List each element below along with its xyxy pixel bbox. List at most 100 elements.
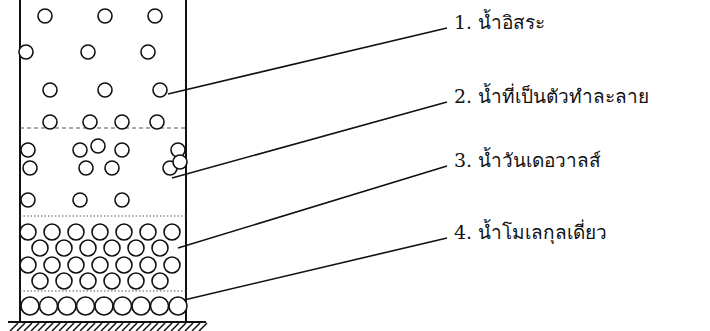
water-molecule [80, 240, 96, 256]
water-molecule [40, 297, 58, 315]
hatch-mark [199, 323, 207, 331]
hatch-mark [143, 323, 151, 331]
water-molecule [104, 273, 120, 289]
hatch-mark [94, 323, 102, 331]
water-molecule [20, 224, 36, 240]
water-molecule [104, 240, 120, 256]
water-molecule [32, 240, 48, 256]
water-molecule [95, 297, 113, 315]
water-molecule [98, 9, 112, 23]
hatch-mark [52, 323, 60, 331]
ground-line [8, 321, 206, 323]
layer-label: 1. น้ำอิสระ [452, 10, 547, 34]
water-molecule [150, 115, 164, 129]
water-molecule [68, 224, 84, 240]
water-molecule [114, 297, 132, 315]
hatch-mark [10, 323, 18, 331]
ground-hatching [10, 323, 207, 331]
water-molecule [58, 297, 76, 315]
water-molecule [68, 257, 84, 273]
water-molecule [80, 273, 96, 289]
water-molecule [128, 240, 144, 256]
layer-boundary [20, 290, 186, 291]
hatch-mark [115, 323, 123, 331]
water-molecule [79, 161, 93, 175]
hatch-mark [178, 323, 186, 331]
hatch-mark [192, 323, 200, 331]
water-molecule [20, 257, 36, 273]
water-molecule [152, 240, 168, 256]
water-molecule [19, 45, 33, 59]
hatch-mark [87, 323, 95, 331]
water-molecule [21, 193, 35, 207]
layer-label: 3. น้ำวันเดอวาลส์ [452, 148, 603, 172]
water-molecule [91, 139, 105, 153]
leader-lines [168, 28, 447, 300]
layer-label: 2. น้ำที่เป็นตัวทำละลาย [452, 84, 651, 108]
leader-line [168, 28, 447, 94]
water-molecule [152, 273, 168, 289]
water-molecule [44, 224, 60, 240]
water-molecule [44, 257, 60, 273]
water-molecule [116, 257, 132, 273]
water-molecule [32, 273, 48, 289]
water-molecule [21, 297, 39, 315]
leader-line [184, 238, 447, 300]
hatch-mark [59, 323, 67, 331]
water-molecule [128, 273, 144, 289]
hatch-mark [108, 323, 116, 331]
water-molecule [43, 83, 57, 97]
hatch-mark [17, 323, 25, 331]
water-molecule [21, 143, 35, 157]
water-molecule [148, 9, 162, 23]
leader-line [172, 102, 447, 178]
hatch-mark [73, 323, 81, 331]
hatch-mark [129, 323, 137, 331]
leader-line [178, 166, 447, 248]
hatch-mark [24, 323, 32, 331]
water-molecule [173, 155, 187, 169]
hatch-mark [31, 323, 39, 331]
water-molecule [77, 297, 95, 315]
water-molecule [151, 297, 169, 315]
hatch-mark [101, 323, 109, 331]
water-molecule [38, 9, 52, 23]
hatch-mark [157, 323, 165, 331]
water-molecule [153, 83, 167, 97]
hatch-mark [185, 323, 193, 331]
water-molecule [140, 224, 156, 240]
layer-boundary [20, 215, 186, 216]
water-molecule [73, 143, 87, 157]
water-molecule [98, 83, 112, 97]
water-molecule [56, 273, 72, 289]
water-molecule [116, 224, 132, 240]
water-molecule [140, 257, 156, 273]
water-molecule [164, 224, 180, 240]
water-molecule [115, 115, 129, 129]
layer-label: 4. น้ำโมเลกุลเดี่ยว [452, 220, 609, 244]
water-molecule [23, 161, 37, 175]
hatch-mark [164, 323, 172, 331]
hatch-mark [45, 323, 53, 331]
water-molecule [115, 193, 129, 207]
hatch-mark [80, 323, 88, 331]
hatch-mark [171, 323, 179, 331]
water-molecule [105, 161, 119, 175]
water-molecule [92, 257, 108, 273]
water-molecule [164, 257, 180, 273]
water-molecule [56, 240, 72, 256]
water-molecule [115, 143, 129, 157]
water-molecules [19, 9, 187, 315]
water-molecule [43, 115, 57, 129]
water-molecule [141, 45, 155, 59]
hatch-mark [150, 323, 158, 331]
water-molecule [81, 45, 95, 59]
water-molecule [92, 224, 108, 240]
water-molecule [83, 115, 97, 129]
water-molecule [73, 193, 87, 207]
hatch-mark [122, 323, 130, 331]
hatch-mark [66, 323, 74, 331]
hatch-mark [136, 323, 144, 331]
hatch-mark [38, 323, 46, 331]
